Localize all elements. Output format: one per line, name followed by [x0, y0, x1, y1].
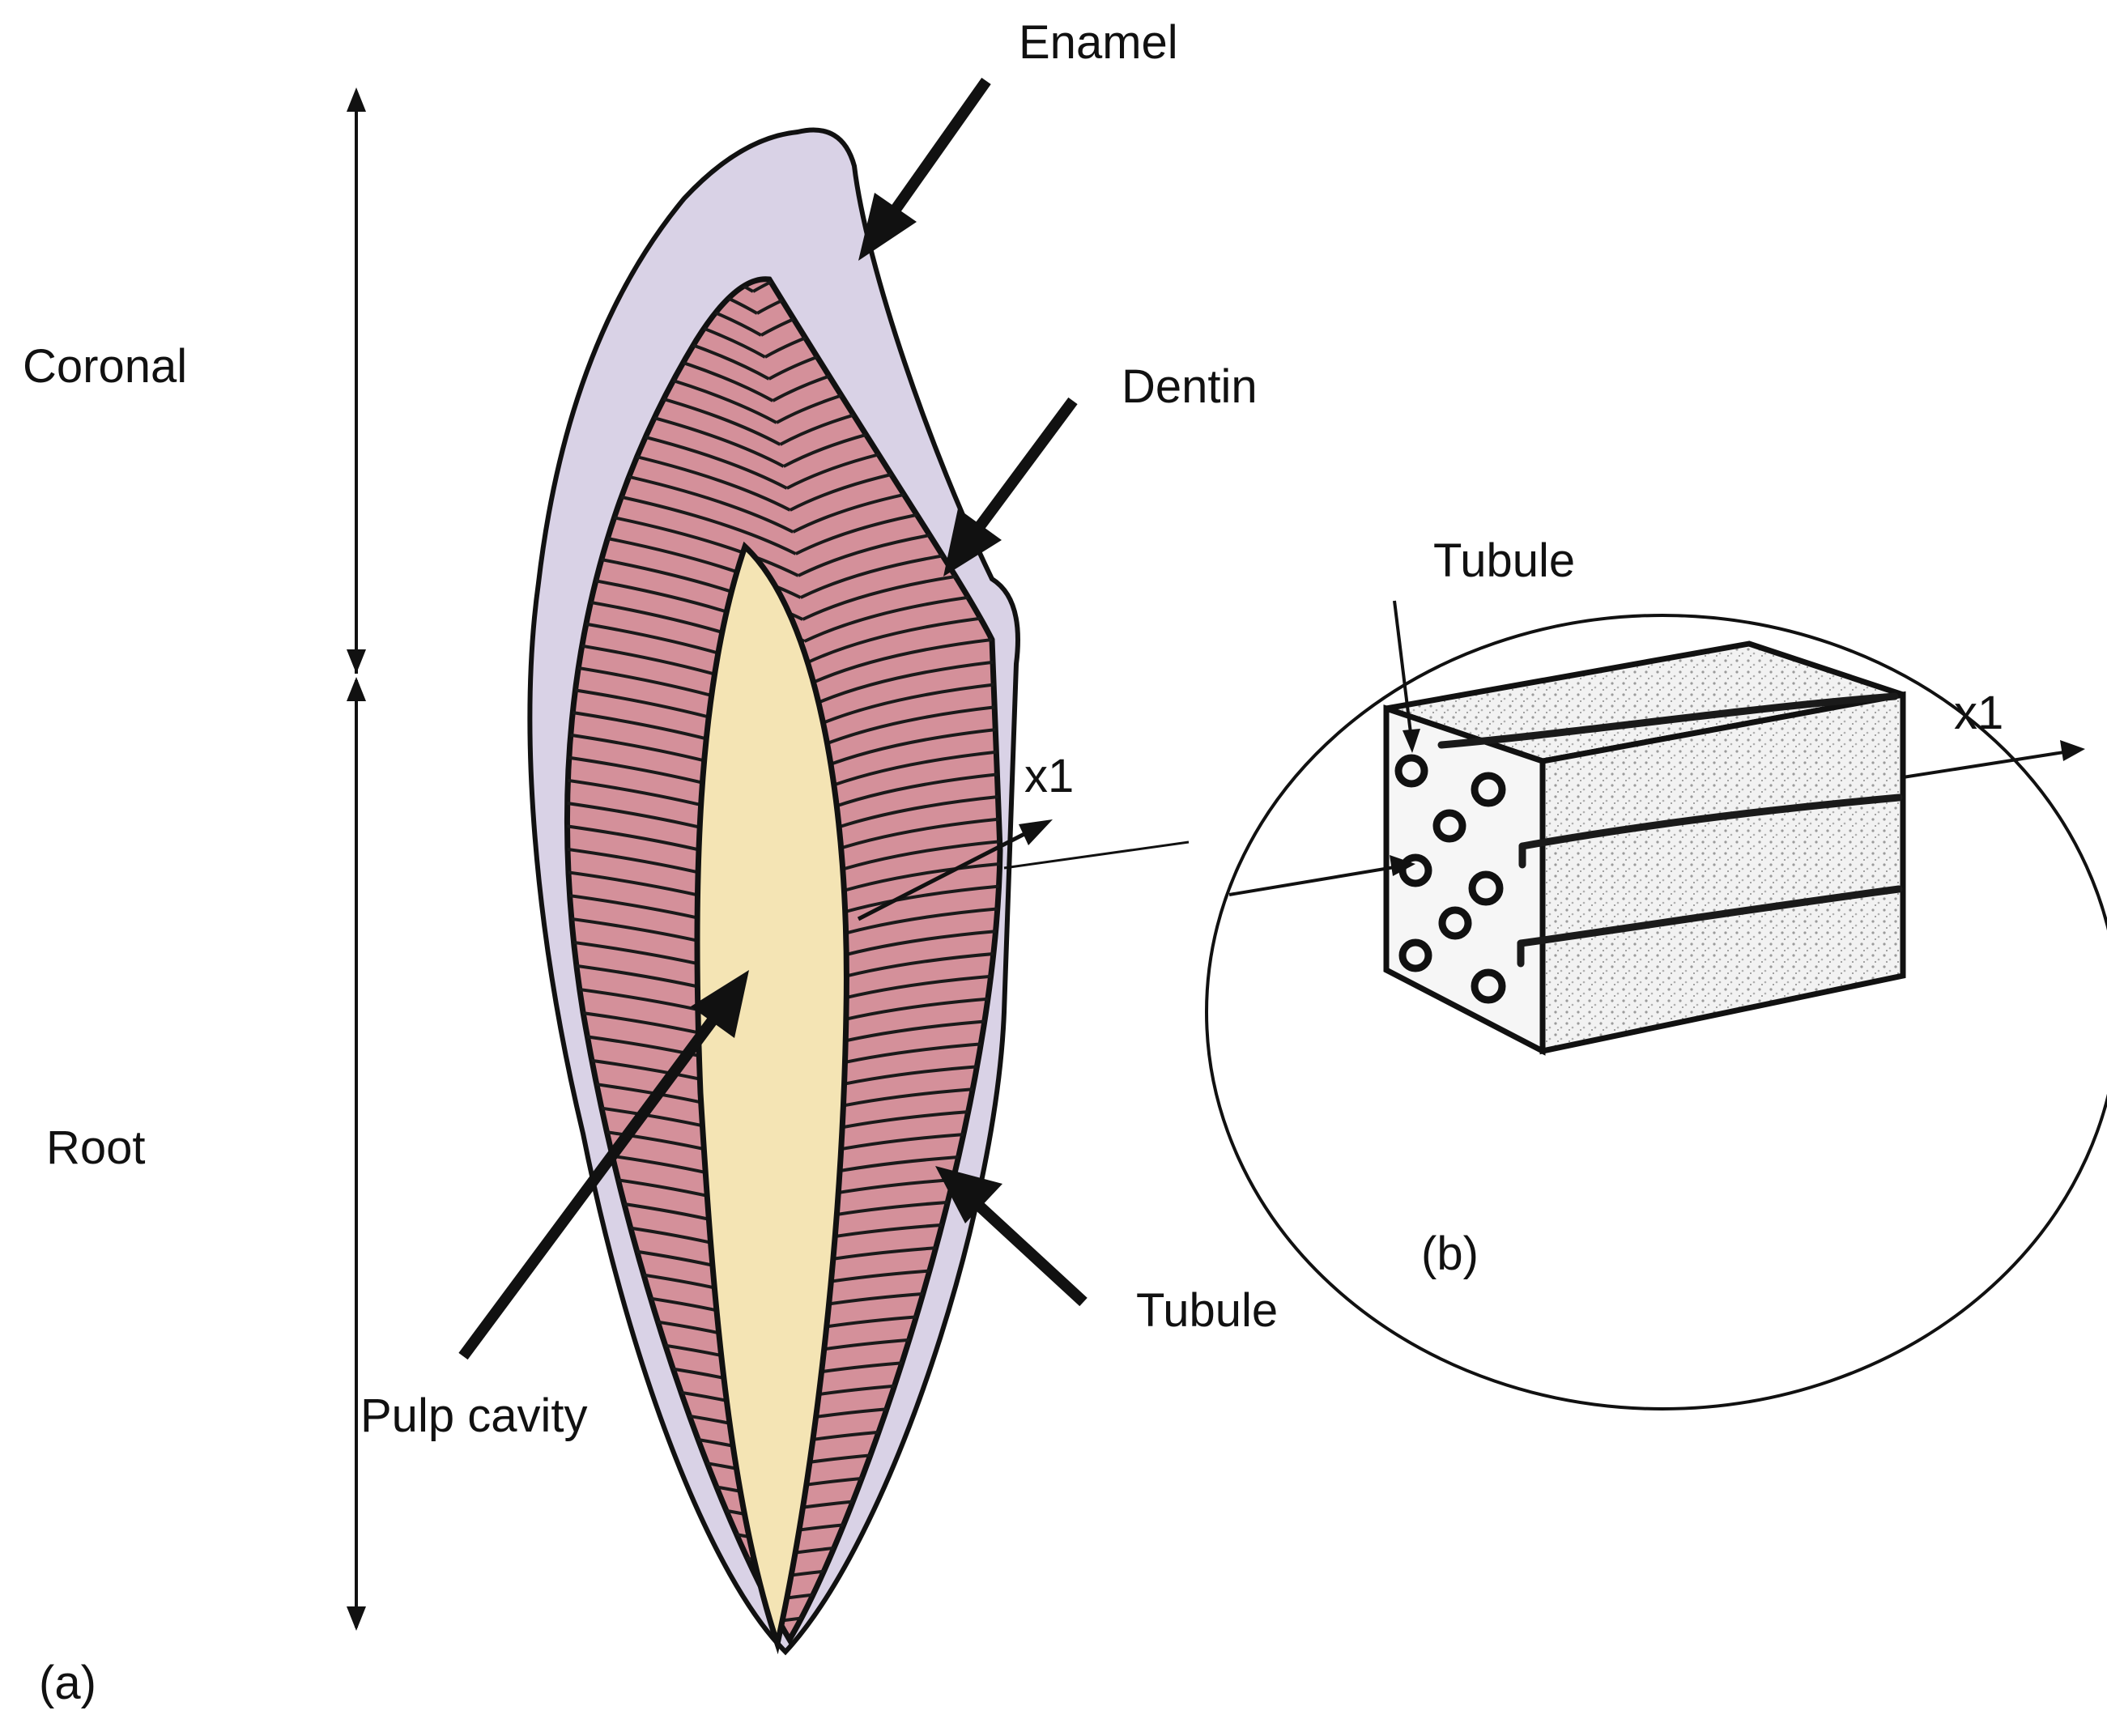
dentin-tubule-line: [809, 742, 1000, 796]
block-tubule-channels: [1437, 692, 1903, 968]
dentin-tubule-line: [567, 474, 797, 555]
dentin-tubule-line: [799, 538, 1000, 599]
dentin-tubule-line: [805, 606, 1000, 665]
block-side-face: [1539, 691, 1906, 1055]
tubule-pointer-arrow: [935, 1166, 1088, 1307]
pulp-cavity-label: Pulp cavity: [360, 1389, 587, 1442]
dentin-tubule-line: [567, 382, 785, 468]
enamel-pointer-arrow: [858, 77, 991, 261]
x1-direction-arrow-tooth: [857, 819, 1053, 921]
x1-label-tooth: x1: [1024, 750, 1074, 802]
dentin-tubule-line: [567, 1551, 754, 1583]
inset-tubule-leader: [1393, 600, 1420, 753]
dentin-tubule-line: [797, 516, 1000, 577]
dentin-tubule-line: [567, 496, 799, 577]
pulp-cavity-shape: [694, 541, 849, 1655]
dentin-tubule-line: [567, 451, 794, 534]
panel-b-label: (b): [1421, 1228, 1479, 1280]
dentin-tubule-line: [809, 720, 1000, 774]
magnification-connector: [1003, 840, 1190, 870]
dentin-label: Dentin: [1122, 360, 1258, 413]
coronal-dimension-arrow: [347, 87, 366, 674]
tubule-label: Tubule: [1136, 1284, 1278, 1337]
dentin-tubule-line: [567, 405, 788, 490]
dentin-tubule-line: [567, 1596, 754, 1627]
dentin-tubule-line: [803, 584, 1000, 643]
dentin-tubule-line: [567, 1573, 754, 1605]
dentin-pointer-arrow: [943, 397, 1078, 577]
dentin-tubule-line: [808, 697, 1000, 752]
x1-axis-arrow-inset: [1228, 740, 2085, 896]
dentin-tubule-line: [567, 279, 758, 315]
x1-label-inset: x1: [1954, 687, 2003, 739]
inset-tubule-label: Tubule: [1433, 534, 1575, 587]
magnified-inset: [1205, 600, 2107, 1410]
dentin-tubule-line: [807, 629, 1000, 687]
pulp-cavity-pointer-arrow: [458, 970, 749, 1360]
coronal-label: Coronal: [23, 340, 187, 393]
dentin-tubule-line: [807, 652, 1000, 708]
root-dimension-arrow: [347, 677, 366, 1631]
dentin-tubule-line: [567, 428, 791, 512]
root-label: Root: [46, 1121, 146, 1174]
panel-a-label: (a): [39, 1657, 96, 1709]
tubule-openings: [1394, 754, 1506, 1004]
tooth-illustration: [527, 127, 1020, 1656]
dentin-tubule-line: [802, 561, 1000, 621]
dentin-tubule-line: [808, 674, 1000, 730]
enamel-label: Enamel: [1019, 16, 1178, 69]
